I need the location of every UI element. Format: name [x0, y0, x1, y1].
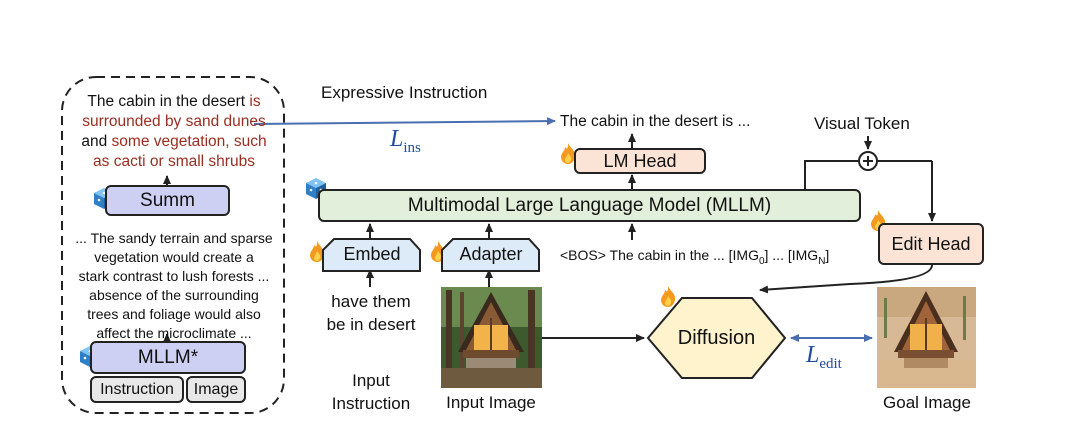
input-instruction-caption: Input Instruction: [331, 371, 411, 413]
reasoning-text: ... The sandy terrain and sparse vegetat…: [75, 230, 273, 341]
mllm-star-box: MLLM*: [90, 341, 246, 374]
goal-image-picture: [877, 287, 976, 388]
caption-line-1: The cabin in the desert is: [87, 93, 261, 110]
flame-icon: [310, 241, 325, 262]
expressive-instruction-label: Expressive Instruction: [321, 83, 488, 102]
diffusion-label: Diffusion: [677, 327, 756, 349]
flame-icon: [661, 286, 676, 307]
image-tab: Image: [186, 376, 246, 403]
goal-image-caption: Goal Image: [883, 393, 971, 412]
input-image-caption: Input Image: [446, 393, 536, 412]
mllm-box: Multimodal Large Language Model (MLLM): [318, 189, 861, 222]
input-image-picture: [441, 287, 542, 388]
embed-label: Embed: [343, 244, 401, 264]
embed-box: [322, 238, 421, 272]
token-sequence: <BOS> The cabin in the ... [IMG0] ... [I…: [560, 247, 830, 267]
loss-edit: Ledit: [806, 342, 842, 372]
lm-output-text: The cabin in the desert is ...: [560, 113, 751, 130]
summ-box: Summ: [105, 185, 230, 216]
caption-line-4: as cacti or small shrubs: [93, 153, 255, 170]
visual-token-label: Visual Token: [814, 114, 910, 133]
user-instruction-text: have them be in desert: [326, 292, 416, 334]
diffusion-hexagon: [646, 297, 787, 379]
edit-head-box: Edit Head: [878, 223, 984, 265]
loss-ins: Lins: [390, 126, 421, 156]
expressive-instruction-arrow: [253, 117, 556, 126]
adapter-box: [441, 238, 540, 272]
caption-block: The cabin in the desert is surrounded by…: [64, 92, 284, 172]
adapter-label: Adapter: [459, 244, 523, 264]
left-panel-border: [61, 76, 285, 414]
lm-head-box: LM Head: [574, 148, 706, 174]
instruction-tab: Instruction: [90, 376, 184, 403]
arrow-edithead-to-diffusion: [759, 264, 933, 294]
caption-line-2: surrounded by sand dunes: [82, 113, 266, 130]
caption-line-3: and some vegetation, such: [81, 133, 267, 150]
flame-icon: [561, 143, 576, 164]
